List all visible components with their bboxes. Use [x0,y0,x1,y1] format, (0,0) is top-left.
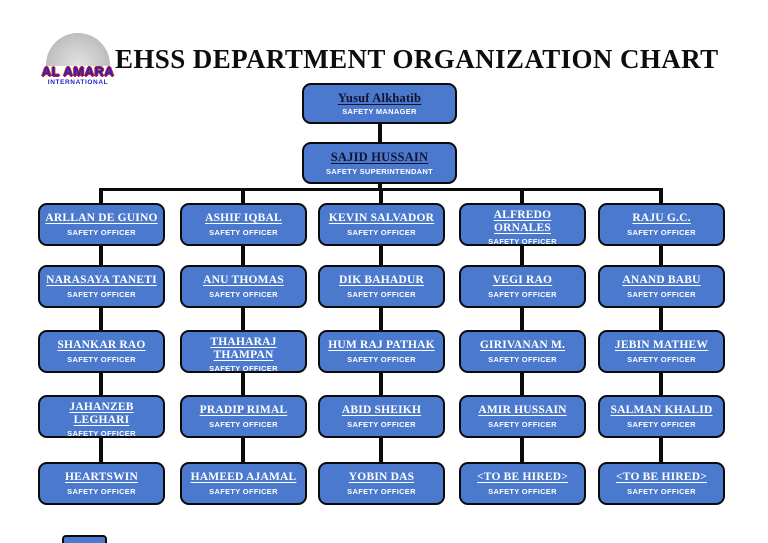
person-role: SAFETY OFFICER [67,486,136,496]
person-name: HEARTSWIN [65,471,138,484]
person-role: SAFETY OFFICER [209,364,278,373]
person-name: ABID SHEIKH [341,404,422,417]
person-name: YOBIN DAS [348,471,415,484]
org-box-safety-officer: <TO BE HIRED> SAFETY OFFICER [598,462,725,505]
person-name: VEGI RAO [492,274,553,287]
org-box-safety-officer: ABID SHEIKH SAFETY OFFICER [318,395,445,438]
person-role: SAFETY OFFICER [488,237,557,246]
org-box-safety-officer: DIK BAHADUR SAFETY OFFICER [318,265,445,308]
person-role: SAFETY OFFICER [67,354,136,364]
person-role: SAFETY OFFICER [627,486,696,496]
person-name: Yusuf Alkhatib [337,90,422,105]
person-name: JEBIN MATHEW [614,339,709,352]
org-box-safety-officer: ANU THOMAS SAFETY OFFICER [180,265,307,308]
person-role: SAFETY OFFICER [209,227,278,237]
person-role: SAFETY OFFICER [627,419,696,429]
person-role: SAFETY OFFICER [209,419,278,429]
logo-title: AL AMARA [41,64,115,79]
org-box-safety-officer: VEGI RAO SAFETY OFFICER [459,265,586,308]
org-box-safety-officer: ARLLAN DE GUINO SAFETY OFFICER [38,203,165,246]
person-name: SAJID HUSSAIN [330,150,429,165]
org-box-safety-officer: HAMEED AJAMAL SAFETY OFFICER [180,462,307,505]
org-box-safety-officer: PRADIP RIMAL SAFETY OFFICER [180,395,307,438]
person-role: SAFETY OFFICER [488,354,557,364]
person-name: THAHARAJ THAMPAN [210,336,277,362]
org-box-safety-officer: SALMAN KHALID SAFETY OFFICER [598,395,725,438]
person-role: SAFETY OFFICER [627,289,696,299]
person-role: SAFETY OFFICER [347,486,416,496]
connector-line [378,122,382,143]
person-name: NARASAYA TANETI [46,274,157,287]
org-box-safety-officer: AMIR HUSSAIN SAFETY OFFICER [459,395,586,438]
person-role: SAFETY OFFICER [347,419,416,429]
person-name: <TO BE HIRED> [477,471,568,484]
org-box-safety-officer: ANAND BABU SAFETY OFFICER [598,265,725,308]
person-role: SAFETY OFFICER [67,227,136,237]
al-amara-logo: AL AMARA INTERNATIONAL [40,33,116,89]
person-role: SAFETY OFFICER [67,429,136,438]
person-name: SHANKAR RAO [57,339,146,352]
person-name: <TO BE HIRED> [616,471,707,484]
logo-dome-graphic [46,33,110,66]
person-role: SAFETY OFFICER [627,227,696,237]
person-name: ANU THOMAS [203,274,284,287]
person-name: HAMEED AJAMAL [190,471,297,484]
person-name: KEVIN SALVADOR [328,212,435,225]
person-name: SALMAN KHALID [610,404,713,417]
page-title: EHSS DEPARTMENT ORGANIZATION CHART [115,44,719,74]
org-box-safety-officer: ALFREDO ORNALES SAFETY OFFICER [459,203,586,246]
org-box-safety-officer: JEBIN MATHEW SAFETY OFFICER [598,330,725,373]
org-box-safety-officer: <TO BE HIRED> SAFETY OFFICER [459,462,586,505]
org-box-safety-officer: HEARTSWIN SAFETY OFFICER [38,462,165,505]
org-box-safety-superintendant: SAJID HUSSAIN SAFETY SUPERINTENDANT [302,142,457,184]
person-name: ARLLAN DE GUINO [45,212,158,225]
org-box-safety-officer: KEVIN SALVADOR SAFETY OFFICER [318,203,445,246]
person-name: PRADIP RIMAL [199,404,288,417]
person-role: SAFETY OFFICER [347,289,416,299]
person-name: ANAND BABU [622,274,701,287]
person-role: SAFETY SUPERINTENDANT [325,166,433,176]
person-role: SAFETY OFFICER [209,289,278,299]
person-role: SAFETY OFFICER [209,486,278,496]
org-box-safety-officer: NARASAYA TANETI SAFETY OFFICER [38,265,165,308]
person-role: SAFETY OFFICER [347,227,416,237]
logo-subtitle: INTERNATIONAL [47,79,109,86]
connector-line [378,182,382,190]
org-box-safety-officer: GIRIVANAN M. SAFETY OFFICER [459,330,586,373]
org-box-safety-officer: ASHIF IQBAL SAFETY OFFICER [180,203,307,246]
person-role: SAFETY OFFICER [488,486,557,496]
org-box-safety-officer: RAJU G.C. SAFETY OFFICER [598,203,725,246]
person-name: ALFREDO ORNALES [493,209,552,235]
org-box-safety-officer: SHANKAR RAO SAFETY OFFICER [38,330,165,373]
person-name: JAHANZEB LEGHARI [69,401,134,427]
org-box-safety-officer: YOBIN DAS SAFETY OFFICER [318,462,445,505]
person-role: SAFETY OFFICER [347,354,416,364]
org-box-safety-officer: JAHANZEB LEGHARI SAFETY OFFICER [38,395,165,438]
org-box-safety-manager: Yusuf Alkhatib SAFETY MANAGER [302,83,457,124]
person-role: SAFETY OFFICER [627,354,696,364]
person-name: RAJU G.C. [632,212,691,225]
person-role: SAFETY OFFICER [488,289,557,299]
person-name: AMIR HUSSAIN [478,404,567,417]
person-role: SAFETY OFFICER [67,289,136,299]
person-name: DIK BAHADUR [339,274,424,287]
org-box-safety-officer: HUM RAJ PATHAK SAFETY OFFICER [318,330,445,373]
person-role: SAFETY OFFICER [488,419,557,429]
person-role: SAFETY MANAGER [342,107,417,117]
person-name: HUM RAJ PATHAK [328,339,435,352]
partial-box-bottom-edge [62,535,107,543]
person-name: ASHIF IQBAL [205,212,282,225]
org-box-safety-officer: THAHARAJ THAMPAN SAFETY OFFICER [180,330,307,373]
person-name: GIRIVANAN M. [479,339,566,352]
